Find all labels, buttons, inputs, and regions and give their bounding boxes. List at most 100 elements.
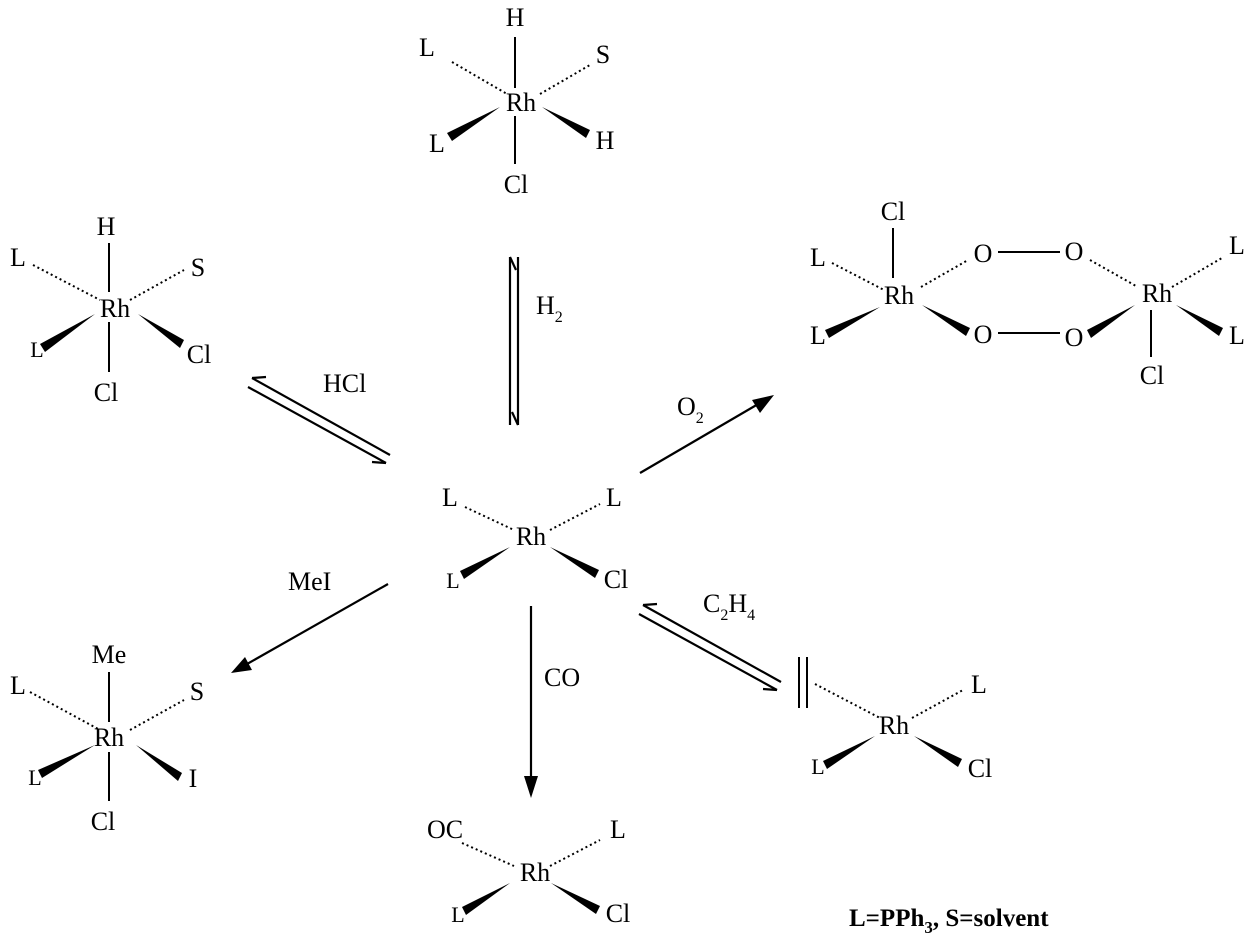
ligand-l: L (30, 337, 43, 362)
hashed-bond (32, 264, 101, 301)
wedge-bond (542, 107, 590, 138)
lower-right-complex: L Rh L Cl (798, 657, 993, 783)
hashed-bond (461, 842, 515, 867)
reagent-label: O2 (677, 392, 704, 427)
ligand-l: L (429, 129, 445, 158)
ligand-cl: Cl (604, 565, 629, 594)
hashed-bond (539, 64, 591, 95)
forward-arrow-mei (231, 583, 389, 673)
wedge-bond (922, 305, 970, 336)
oxygen-atom: O (1065, 237, 1084, 266)
wedge-bond (460, 547, 510, 579)
wedge-bond (40, 314, 95, 352)
reagent-label: HCl (323, 369, 366, 398)
equilibrium-arrow-hcl (247, 375, 391, 465)
ligand-l: L (10, 243, 26, 272)
ligand-l: L (446, 568, 459, 593)
metal-rh: Rh (506, 88, 536, 117)
ligand-cl: Cl (968, 754, 993, 783)
wedge-bond (38, 745, 95, 778)
ligand-l: L (1229, 231, 1245, 260)
ligand-h: H (596, 126, 615, 155)
forward-arrow-o2 (639, 395, 774, 474)
ligand-l: L (28, 765, 41, 790)
wedge-bond (462, 883, 510, 915)
metal-rh: Rh (884, 281, 914, 310)
bottom-complex: OC L Rh L Cl (427, 815, 630, 928)
equilibrium-arrow-c2h4 (638, 602, 782, 692)
ligand-l: L (442, 483, 458, 512)
wedge-bond (138, 314, 184, 348)
metal-rh: Rh (94, 723, 124, 752)
ligand-l: L (419, 33, 435, 62)
ligand-l: L (811, 754, 824, 779)
legend-note: L=PPh3, S=solvent (849, 905, 1049, 937)
wedge-bond (1087, 305, 1135, 338)
metal-rh: Rh (520, 858, 550, 887)
hashed-bond (464, 506, 515, 531)
hashed-bond (549, 503, 601, 531)
oxygen-atom: O (974, 239, 993, 268)
oxygen-atom: O (974, 320, 993, 349)
wedge-bond (136, 745, 182, 781)
oxygen-atom: O (1065, 323, 1084, 352)
wedge-bond (551, 883, 600, 914)
ligand-cl: Cl (606, 899, 631, 928)
ligand-l: L (10, 671, 26, 700)
ligand-h: H (97, 212, 116, 241)
reagent-label: CO (544, 663, 580, 692)
hashed-bond (129, 699, 185, 731)
ligand-l: L (606, 483, 622, 512)
ligand-cl: Cl (91, 807, 116, 836)
wedge-bond (825, 307, 880, 338)
hashed-bond (911, 689, 964, 719)
ligand-l: L (451, 902, 464, 927)
ligand-i: I (189, 764, 198, 793)
metal-rh: Rh (516, 522, 546, 551)
ligand-l: L (971, 670, 987, 699)
wedge-bond (447, 107, 500, 141)
upper-right-complex: Cl L Rh L O O O O Rh L L Cl (810, 197, 1245, 390)
ligand-me: Me (92, 640, 127, 669)
metal-rh: Rh (879, 711, 909, 740)
hashed-bond (549, 839, 601, 867)
ligand-co: OC (427, 815, 463, 844)
central-complex: L L Rh L Cl (442, 483, 628, 594)
ligand-cl: Cl (187, 340, 212, 369)
ligand-cl: Cl (1140, 361, 1165, 390)
ligand-s: S (190, 677, 204, 706)
ligand-cl: Cl (94, 378, 119, 407)
ligand-s: S (191, 253, 205, 282)
wedge-bond (550, 547, 599, 578)
reagent-label: MeI (288, 567, 331, 596)
metal-rh: Rh (100, 294, 130, 323)
wedge-bond (1176, 305, 1223, 336)
wedge-bond (914, 736, 962, 767)
hashed-bond (1171, 257, 1223, 288)
forward-arrow-co (524, 606, 538, 798)
hashed-bond (29, 691, 101, 731)
reagent-label: H2 (536, 291, 563, 326)
ligand-l: L (810, 243, 826, 272)
hashed-bond (831, 262, 885, 291)
ligand-cl: Cl (881, 197, 906, 226)
ligand-s: S (596, 40, 610, 69)
ligand-l: L (810, 321, 826, 350)
ligand-cl: Cl (504, 170, 529, 199)
ligand-l: L (1229, 321, 1245, 350)
reagent-label: C2H4 (703, 589, 755, 624)
metal-rh: Rh (1142, 279, 1172, 308)
hashed-bond (814, 683, 881, 719)
top-complex: H L S Rh L H Cl (419, 3, 615, 199)
hashed-bond (920, 259, 969, 288)
upper-left-complex: H L S Rh L Cl Cl (10, 212, 211, 407)
hashed-bond (1089, 259, 1137, 287)
hashed-bond (451, 61, 508, 95)
equilibrium-arrow-h2 (508, 256, 520, 426)
lower-left-complex: Me L S Rh L I Cl (10, 640, 204, 836)
hashed-bond (129, 269, 185, 301)
ligand-l: L (610, 815, 626, 844)
wedge-bond (823, 736, 875, 769)
ligand-h: H (506, 3, 525, 32)
